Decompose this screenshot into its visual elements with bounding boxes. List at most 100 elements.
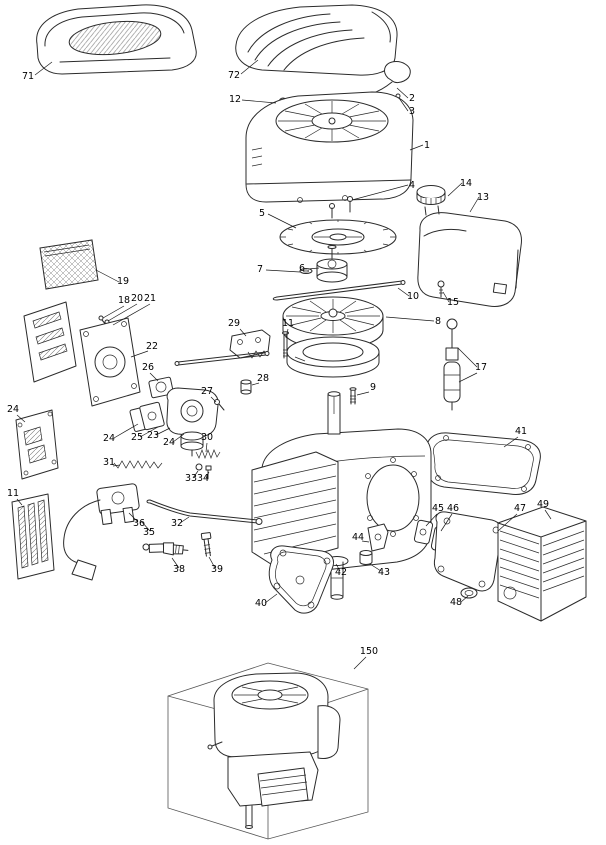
- part-1-blower-housing: [245, 91, 414, 203]
- callout-leader-21: [112, 303, 151, 326]
- callout-leader-3: [398, 97, 409, 112]
- callout-leader-47: [497, 513, 518, 532]
- callout-leader-36: [128, 512, 139, 523]
- callout-35: 35: [143, 527, 155, 538]
- part-6-starter-cup: [316, 245, 348, 283]
- callout-38: 38: [173, 564, 185, 575]
- callout-44: 44: [352, 532, 364, 543]
- part-28-nut: [240, 379, 252, 395]
- callout-leader-38: [171, 557, 180, 569]
- callout-leader-150: [353, 656, 367, 670]
- part-5-starter-screen: [279, 219, 397, 255]
- part-40-gasket: [268, 545, 335, 614]
- callout-leader-23: [155, 427, 171, 436]
- part-31-spring: [113, 460, 163, 469]
- callout-leader-45: [425, 513, 438, 527]
- callout-leader-14: [447, 182, 463, 197]
- callout-15: 15: [447, 297, 459, 308]
- part-44-bracket: [367, 523, 389, 552]
- part-45-gasket: [413, 519, 434, 545]
- part-43-cap: [359, 550, 373, 565]
- callout-leader-11: [285, 328, 289, 339]
- callout-leader-17: [458, 372, 478, 383]
- callout-42: 42: [335, 567, 347, 578]
- callout-29: 29: [228, 318, 240, 329]
- part-72-top-cover: [235, 4, 398, 76]
- callout-leader-1: [409, 144, 424, 151]
- callout-24: 24: [103, 433, 115, 444]
- callout-leader-44: [361, 540, 370, 543]
- callout-21: 21: [144, 293, 156, 304]
- callout-leader-15: [442, 291, 450, 303]
- callout-31: 31: [103, 457, 115, 468]
- callout-leader-6: [307, 267, 320, 270]
- callout-13: 13: [477, 192, 489, 203]
- part-150-complete-engine: [167, 662, 369, 840]
- callout-leader-19: [95, 269, 120, 283]
- callout-10: 10: [407, 291, 419, 302]
- part-23-carburetor: [166, 387, 219, 457]
- part-engine-block: [251, 391, 432, 600]
- part-19-air-filter: [39, 239, 99, 290]
- callout-leader-72: [240, 59, 259, 75]
- callout-leader-24: [172, 433, 185, 443]
- callout-leader-43: [369, 563, 382, 572]
- part-32-governor-rod: [146, 499, 263, 525]
- part-39-bolt: [200, 532, 212, 557]
- callout-7: 7: [257, 264, 263, 275]
- part-11-plate: [11, 493, 55, 580]
- callout-43: 43: [378, 567, 390, 578]
- part-35-ignition-coil: [63, 483, 140, 581]
- callout-48: 48: [450, 597, 462, 608]
- callout-leader-9: [356, 391, 370, 396]
- callout-25: 25: [131, 432, 143, 443]
- callout-24: 24: [7, 404, 19, 415]
- part-throttle-rod: [174, 351, 270, 366]
- callout-leader-27: [210, 396, 217, 403]
- callout-leader-30: [205, 442, 208, 453]
- callout-leader-24: [16, 414, 26, 423]
- callout-150: 150: [360, 646, 378, 657]
- callout-6: 6: [299, 263, 305, 274]
- part-7-washer: [299, 268, 313, 274]
- part-30-spring: [195, 449, 221, 459]
- callout-71: 71: [22, 71, 34, 82]
- callout-leader-10: [397, 287, 410, 297]
- callout-27: 27: [201, 386, 213, 397]
- callout-leader-24: [113, 423, 139, 439]
- callout-34: 34: [197, 473, 209, 484]
- callout-leader-31: [112, 464, 121, 467]
- callout-32: 32: [171, 518, 183, 529]
- callout-40: 40: [255, 598, 267, 609]
- callout-22: 22: [146, 341, 158, 352]
- callout-leader-71: [34, 61, 53, 76]
- callout-11: 11: [282, 318, 294, 329]
- callout-49: 49: [537, 499, 549, 510]
- part-4-bolt: [329, 196, 353, 219]
- callout-leader-46: [440, 513, 453, 532]
- part-27-screw: [214, 399, 225, 411]
- part-10-rod: [272, 280, 406, 301]
- callout-leader-12: [241, 99, 277, 104]
- callout-leader-18: [102, 305, 125, 319]
- part-25-plates: [129, 401, 165, 432]
- callout-2: 2: [409, 93, 415, 104]
- callout-18: 18: [118, 295, 130, 306]
- part-24-plate: [15, 409, 59, 480]
- callout-4: 4: [409, 180, 415, 191]
- part-14-fuel-cap: [416, 185, 446, 205]
- callout-5: 5: [259, 208, 265, 219]
- callout-leader-8: [385, 316, 435, 322]
- callout-11: 11: [7, 488, 19, 499]
- part-38-spark-plug: [142, 542, 189, 556]
- callout-20: 20: [131, 293, 143, 304]
- callout-28: 28: [257, 373, 269, 384]
- callout-39: 39: [211, 564, 223, 575]
- part-13-fuel-tank: [417, 205, 522, 307]
- callout-leader-32: [179, 516, 190, 524]
- callout-45: 45: [432, 503, 444, 514]
- callout-23: 23: [147, 430, 159, 441]
